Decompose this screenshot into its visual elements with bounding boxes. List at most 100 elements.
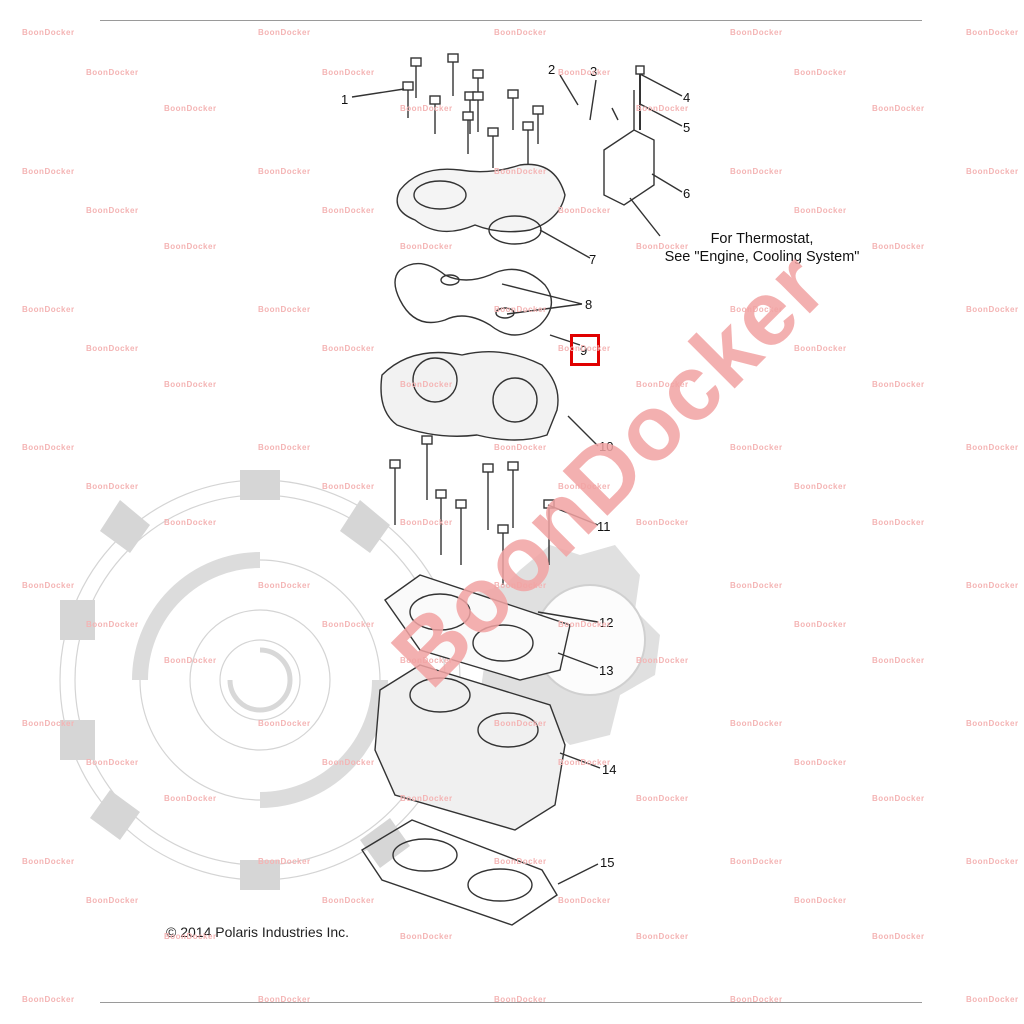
small-watermark: BoonDocker [86,620,139,629]
small-watermark: BoonDocker [258,305,311,314]
thermostat-note-line-2: See "Engine, Cooling System" [664,249,860,265]
callout-6: 6 [683,186,691,201]
small-watermark: BoonDocker [494,28,547,37]
small-watermark: BoonDocker [794,206,847,215]
small-watermark: BoonDocker [258,995,311,1004]
small-watermark: BoonDocker [22,581,75,590]
small-watermark: BoonDocker [86,482,139,491]
copyright-text: © 2014 Polaris Industries Inc. [166,924,350,940]
callout-13: 13 [599,663,614,678]
small-watermark: BoonDocker [636,380,689,389]
small-watermark: BoonDocker [400,380,453,389]
small-watermark: BoonDocker [872,104,925,113]
small-watermark: BoonDocker [164,104,217,113]
small-watermark: BoonDocker [794,482,847,491]
small-watermark: BoonDocker [636,518,689,527]
small-watermark: BoonDocker [730,857,783,866]
thermostat-note: For Thermostat, See "Engine, Cooling Sys… [632,230,892,266]
small-watermark: BoonDocker [966,719,1019,728]
small-watermark: BoonDocker [794,68,847,77]
callout-14: 14 [602,762,617,777]
small-watermark: BoonDocker [636,104,689,113]
callout-15: 15 [600,855,615,870]
callout-12: 12 [599,615,614,630]
callout-8: 8 [585,297,593,312]
small-watermark: BoonDocker [966,857,1019,866]
callout-2: 2 [548,62,556,77]
small-watermark: BoonDocker [258,581,311,590]
small-watermark: BoonDocker [258,857,311,866]
small-watermark: BoonDocker [558,482,611,491]
small-watermark: BoonDocker [558,620,611,629]
small-watermark: BoonDocker [730,443,783,452]
small-watermark: BoonDocker [400,656,453,665]
small-watermark: BoonDocker [400,518,453,527]
small-watermark: BoonDocker [494,581,547,590]
small-watermark: BoonDocker [636,794,689,803]
small-watermark: BoonDocker [22,305,75,314]
small-watermark: BoonDocker [558,758,611,767]
small-watermark: BoonDocker [322,758,375,767]
thermostat-note-line-1: For Thermostat, [710,231,814,247]
small-watermark: BoonDocker [966,581,1019,590]
small-watermark: BoonDocker [494,995,547,1004]
small-watermark: BoonDocker [730,305,783,314]
callout-9: 9 [580,343,588,358]
small-watermark: BoonDocker [794,758,847,767]
small-watermark: BoonDocker [258,443,311,452]
small-watermark: BoonDocker [966,305,1019,314]
small-watermark: BoonDocker [966,28,1019,37]
small-watermark: BoonDocker [86,68,139,77]
small-watermark: BoonDocker [872,380,925,389]
small-watermark: BoonDocker [636,932,689,941]
small-watermark: BoonDocker [966,443,1019,452]
small-watermark: BoonDocker [730,28,783,37]
small-watermark: BoonDocker [794,344,847,353]
small-watermark: BoonDocker [730,167,783,176]
small-watermark: BoonDocker [872,518,925,527]
small-watermark: BoonDocker [164,932,217,941]
small-watermark: BoonDocker [872,242,925,251]
small-watermark: BoonDocker [400,794,453,803]
small-watermark: BoonDocker [86,896,139,905]
small-watermark: BoonDocker [164,656,217,665]
small-watermark: BoonDocker [22,443,75,452]
small-watermark: BoonDocker [558,344,611,353]
small-watermark: BoonDocker [164,518,217,527]
small-watermark: BoonDocker [22,719,75,728]
small-watermark: BoonDocker [258,167,311,176]
small-watermark: BoonDocker [558,68,611,77]
callout-3: 3 [590,64,598,79]
callout-10: 10 [599,439,614,454]
small-watermark: BoonDocker [730,581,783,590]
small-watermark: BoonDocker [322,206,375,215]
small-watermark: BoonDocker [636,242,689,251]
small-watermark: BoonDocker [794,896,847,905]
small-watermark: BoonDocker [730,719,783,728]
small-watermark: BoonDocker [872,932,925,941]
small-watermark: BoonDocker [636,656,689,665]
small-watermark: BoonDocker [494,443,547,452]
small-watermark: BoonDocker [730,995,783,1004]
callout-7: 7 [589,252,597,267]
bottom-rule [100,1002,922,1003]
small-watermark: BoonDocker [400,104,453,113]
small-watermark: BoonDocker [86,758,139,767]
callout-9-highlight-box [570,334,600,366]
small-watermark: BoonDocker [872,656,925,665]
small-watermark: BoonDocker [322,68,375,77]
small-watermark: BoonDocker [558,896,611,905]
small-watermark: BoonDocker [400,242,453,251]
small-watermark: BoonDocker [322,620,375,629]
small-watermark: BoonDocker [494,857,547,866]
small-watermark: BoonDocker [966,167,1019,176]
small-watermark: BoonDocker [494,167,547,176]
small-watermark: BoonDocker [558,206,611,215]
small-watermark: BoonDocker [22,28,75,37]
small-watermark: BoonDocker [258,719,311,728]
small-watermark: BoonDocker [22,995,75,1004]
small-watermark: BoonDocker [164,242,217,251]
small-watermark: BoonDocker [966,995,1019,1004]
small-watermark: BoonDocker [494,305,547,314]
